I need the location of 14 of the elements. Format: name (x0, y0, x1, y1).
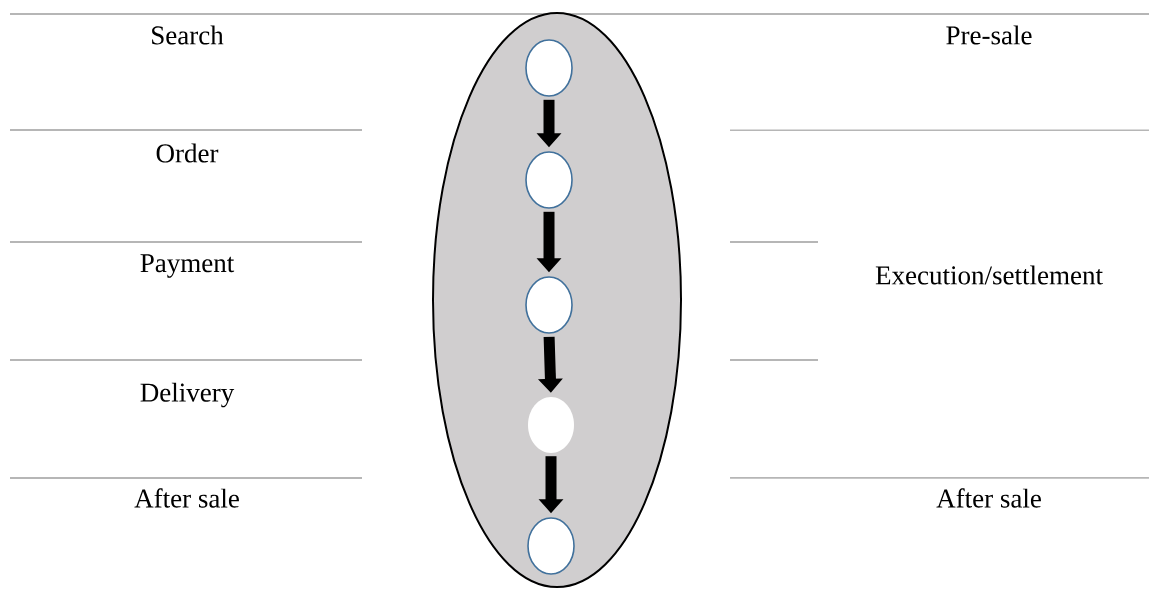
stage-label: Search (152, 25, 224, 45)
circle (525, 39, 573, 97)
circle (525, 276, 573, 334)
stage-label: After sale (936, 488, 1041, 508)
circle (525, 151, 573, 209)
stage-label: Payment (140, 254, 235, 278)
circle (528, 397, 574, 453)
stage-label: Execution/settlement (875, 265, 1103, 285)
stage-label: Pre-sale (946, 25, 1032, 45)
stage-label: After sale (134, 488, 239, 508)
stage-label: Delivery (140, 382, 235, 408)
oval-container (432, 12, 682, 588)
circle (527, 517, 575, 575)
stage-label: Order (156, 143, 219, 163)
